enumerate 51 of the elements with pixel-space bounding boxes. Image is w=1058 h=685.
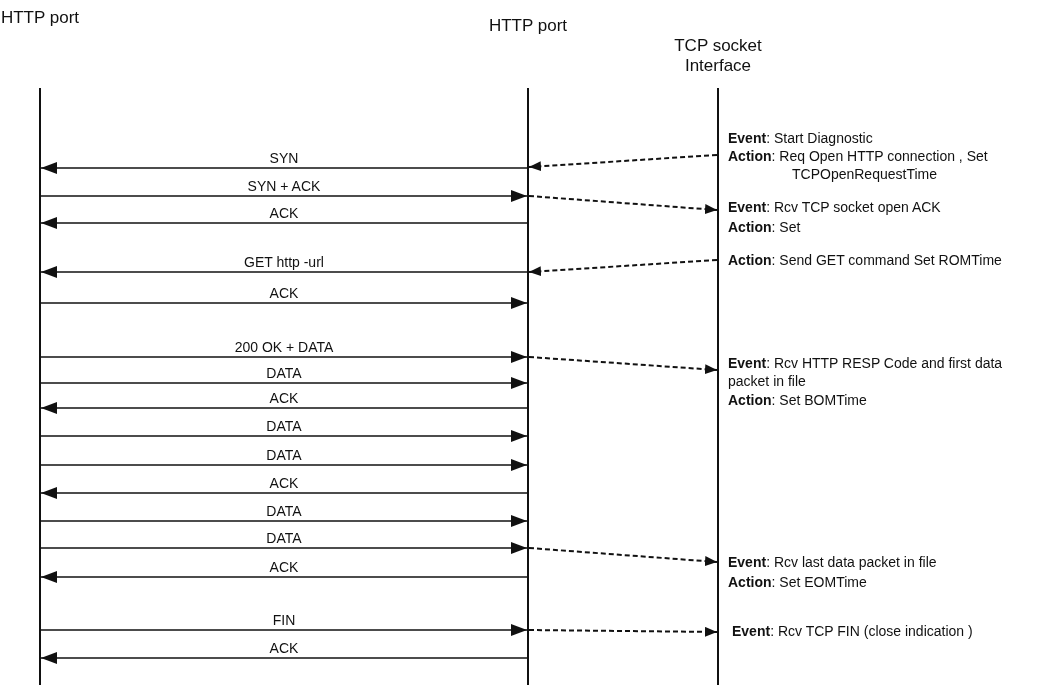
event-note: Event: Rcv HTTP RESP Code and first data packet in file: [728, 354, 1004, 390]
dashed-arrow: [528, 356, 718, 375]
message-label: DATA: [264, 418, 304, 434]
dashed-arrow: [528, 547, 718, 567]
message-label: DATA: [264, 447, 304, 463]
lifeline-title: HTTP port: [0, 8, 80, 28]
event-note: Action: Set: [728, 218, 802, 236]
message-arrow: [40, 266, 528, 278]
message-arrow: [40, 542, 528, 554]
message-arrow: [40, 377, 528, 389]
message-arrow: [40, 351, 528, 363]
message-label: ACK: [267, 205, 301, 221]
message-label: ACK: [267, 390, 301, 406]
event-note: Event: Rcv TCP socket open ACK: [728, 198, 942, 216]
message-arrow: [40, 624, 528, 636]
event-note: Event: Rcv last data packet in file: [728, 553, 938, 571]
message-label: DATA: [264, 365, 304, 381]
event-note: Action: Set BOMTime: [728, 391, 868, 409]
message-label: DATA: [264, 530, 304, 546]
message-label: ACK: [267, 559, 301, 575]
dashed-arrow: [528, 154, 718, 172]
message-arrow: [40, 487, 528, 499]
message-label: GET http -url: [242, 254, 326, 270]
message-label: SYN + ACK: [245, 178, 323, 194]
message-arrow: [40, 571, 528, 583]
message-arrow: [40, 459, 528, 471]
message-arrow: [40, 652, 528, 664]
message-label: ACK: [267, 475, 301, 491]
dashed-arrow: [528, 195, 718, 215]
event-note: Action: Set EOMTime: [728, 573, 868, 591]
lifeline-title: HTTP port: [488, 16, 568, 36]
message-arrow: [40, 217, 528, 229]
message-arrow: [40, 297, 528, 309]
message-arrow: [40, 430, 528, 442]
message-label: FIN: [270, 612, 298, 628]
dashed-arrow: [528, 626, 718, 637]
event-note: Action: Req Open HTTP connection , Set TCPOpenRequestTime: [728, 147, 989, 183]
message-label: ACK: [267, 285, 301, 301]
message-label: DATA: [264, 503, 304, 519]
message-arrow: [40, 162, 528, 174]
message-arrow: [40, 515, 528, 527]
message-label: ACK: [267, 640, 301, 656]
event-note: Action: Send GET command Set ROMTime: [728, 251, 1003, 269]
dashed-arrow: [528, 259, 718, 277]
message-label: 200 OK + DATA: [232, 339, 336, 355]
lifeline-title: TCP socket Interface: [673, 36, 763, 76]
message-arrow: [40, 190, 528, 202]
message-label: SYN: [267, 150, 301, 166]
message-arrow: [40, 402, 528, 414]
event-note: Event: Start Diagnostic: [728, 129, 874, 147]
event-note: Event: Rcv TCP FIN (close indication ): [732, 622, 974, 640]
